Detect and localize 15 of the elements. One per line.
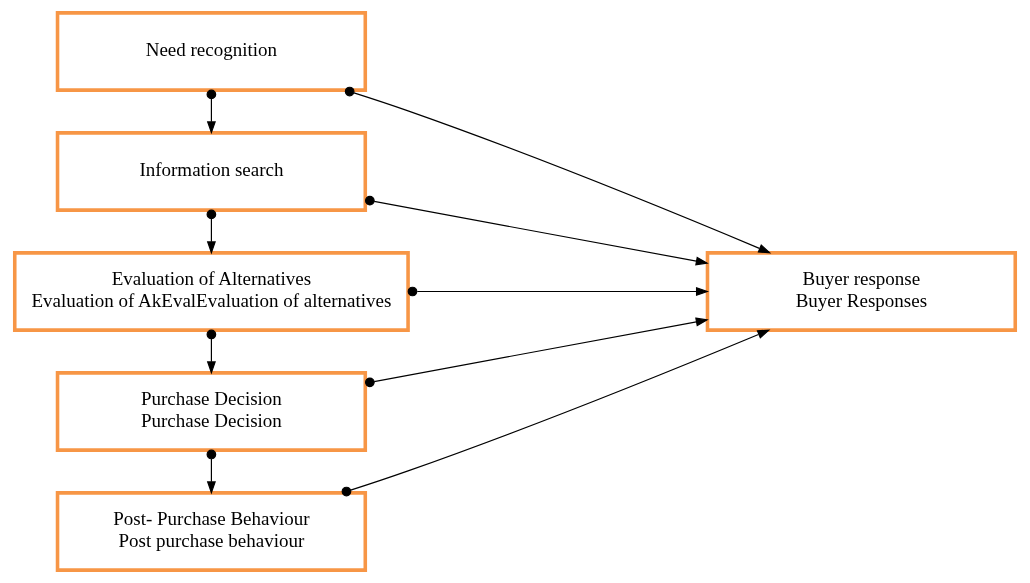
node-box: Evaluation of Alternatives Evaluation of AkEvalEvaluation of alternatives [12, 251, 410, 332]
arrow [206, 209, 217, 255]
node-box: Buyer response Buyer Responses [705, 251, 1018, 332]
arrow [365, 317, 709, 388]
node-box: Information search [55, 131, 368, 212]
arrow [365, 195, 709, 266]
arrow [206, 89, 217, 135]
arrow [206, 449, 217, 495]
node-box: Post- Purchase Behaviour Post purchase behaviour [55, 491, 368, 572]
node-box: Purchase Decision Purchase Decision [55, 371, 368, 452]
arrow [341, 329, 771, 497]
arrow [407, 286, 710, 297]
node-box: Need recognition [55, 11, 368, 92]
arrow [344, 86, 772, 254]
arrow [206, 329, 217, 375]
